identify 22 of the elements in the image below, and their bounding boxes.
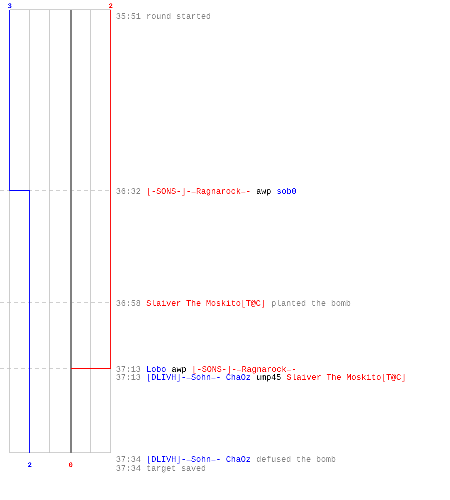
weapon-name: awp [172,368,186,374]
timestamp: 37:13 [116,366,141,372]
player-name: sob0 [278,188,296,194]
player-name: [-SONS-]-=Ragnarock=- [148,188,250,196]
timestamp: 36:58 [116,300,141,306]
event-text: round started [148,13,211,20]
player-name: Lobo [147,366,166,372]
weapon-name: awp [257,190,271,196]
player-name: [-SONS-]-=Ragnarock=- [194,366,296,374]
player-name: [DLIVH]-=Sohn=- ChaOz [148,374,250,382]
timestamp: 35:51 [116,13,141,20]
player-name: Slaiver The Moskito[T@C] [146,300,264,308]
timestamp: 37:34 [116,465,141,472]
weapon-name: ump45 [257,374,281,382]
event-text: target saved [147,465,206,473]
event-text: defused the bomb [257,456,336,462]
timestamp: 37:34 [116,456,141,462]
player-name: Slaiver The Moskito[T@C] [287,374,405,382]
timestamp: 37:13 [116,374,141,380]
timestamp: 36:32 [116,188,140,194]
player-name: [DLIVH]-=Sohn=- ChaOz [148,456,250,464]
event-text: planted the bomb [272,300,351,308]
